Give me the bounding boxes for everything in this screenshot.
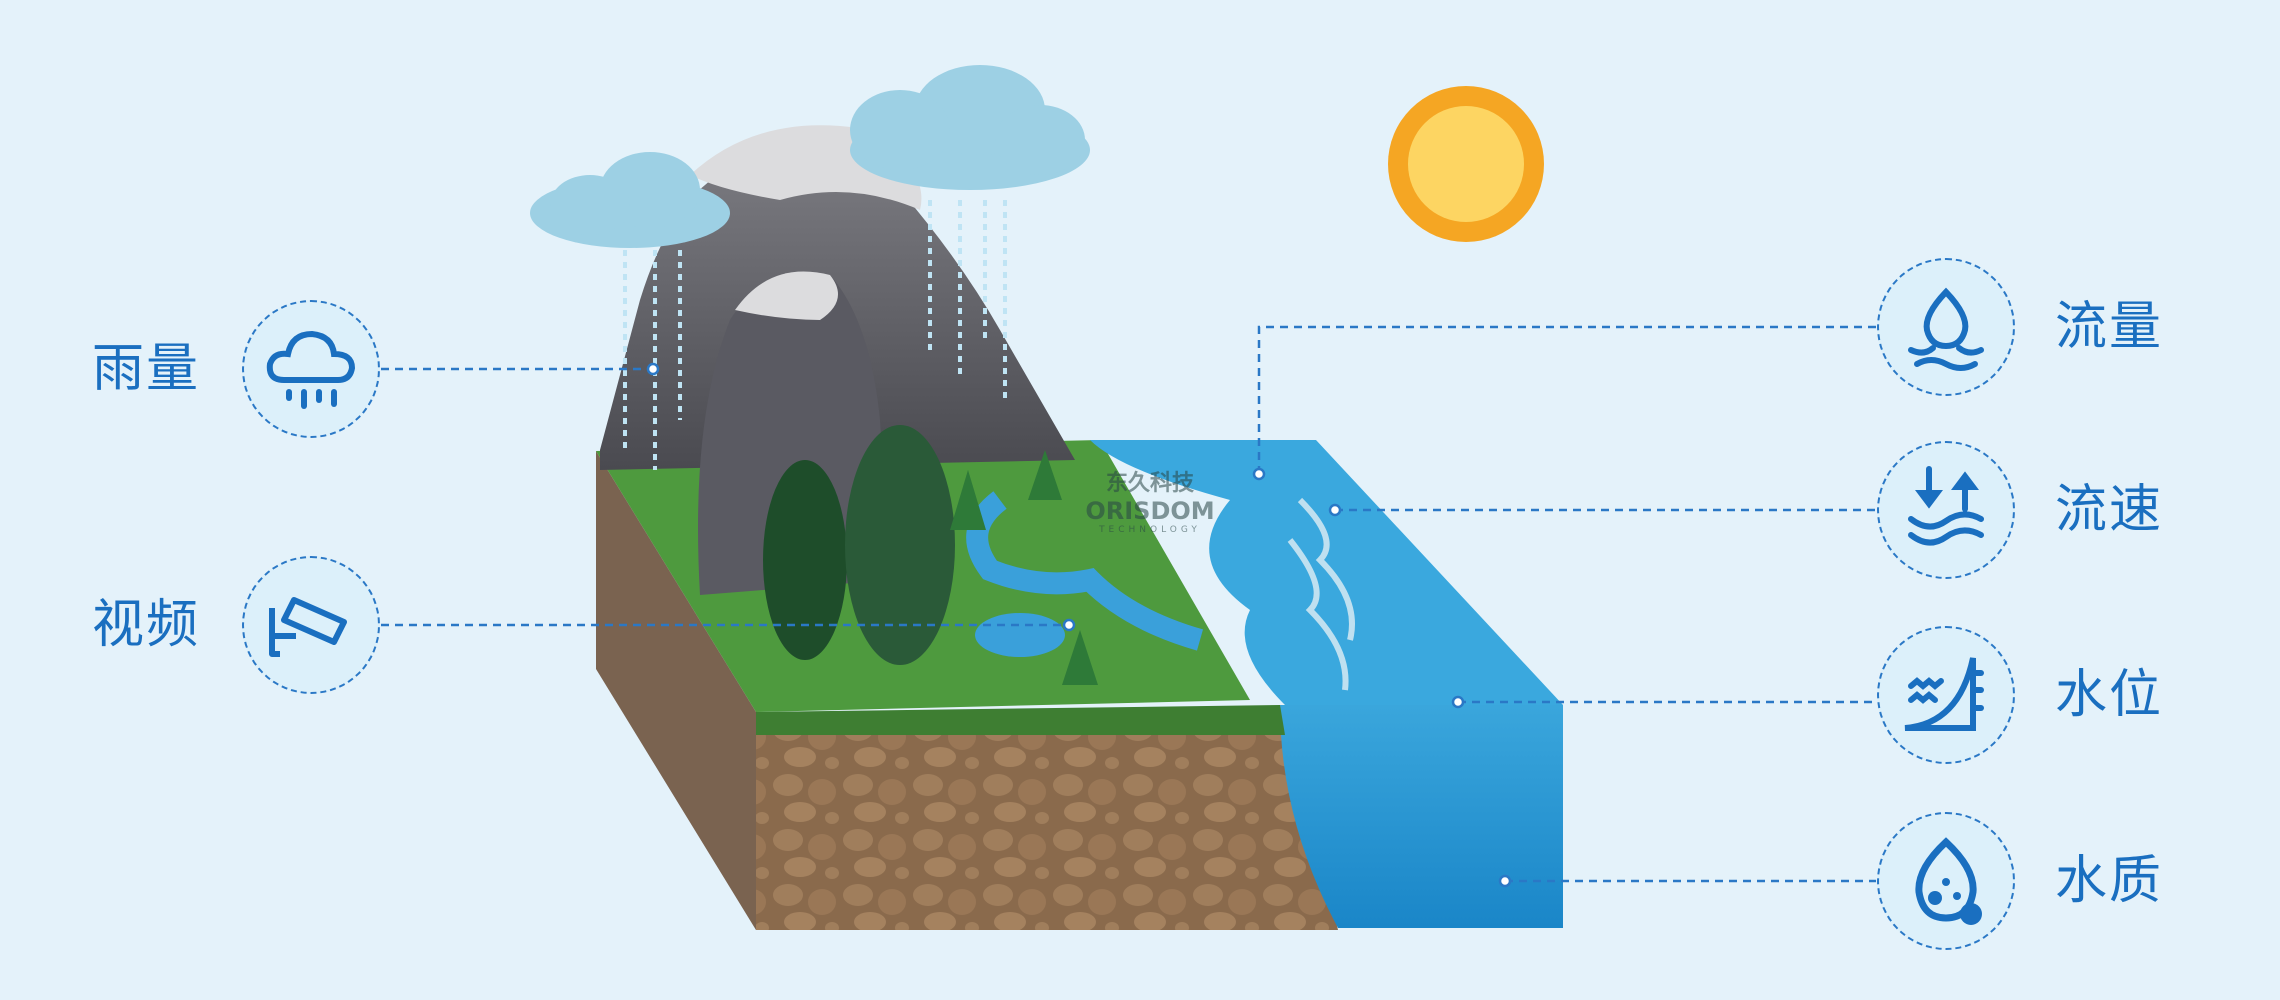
water-drop-waves-icon	[1908, 287, 1984, 371]
connector-lines	[381, 325, 1876, 883]
mountain-snow	[735, 271, 838, 320]
pond	[975, 613, 1065, 657]
ground-side-face	[596, 451, 756, 930]
cloud	[530, 152, 730, 248]
video-sensor[interactable]	[242, 556, 380, 694]
velocity-label: 流速	[2055, 480, 2164, 540]
tree	[763, 460, 847, 660]
sun-icon	[1388, 86, 1544, 242]
flow-sensor[interactable]	[1877, 258, 2015, 396]
rain-cloud-icon	[266, 330, 356, 409]
watermark-sub: TECHNOLOGY	[1099, 525, 1201, 535]
water-quality-sensor[interactable]	[1877, 812, 2015, 950]
video-label: 视频	[92, 595, 201, 655]
water-body	[1280, 705, 1563, 928]
tree	[845, 425, 955, 665]
water-surface	[1090, 440, 1563, 705]
rain	[623, 200, 1007, 470]
arrows-waves-icon	[1908, 466, 1984, 546]
flow-label: 流量	[2055, 297, 2164, 357]
tree	[1028, 450, 1062, 500]
tree	[950, 470, 986, 530]
soil-layer	[756, 735, 1338, 930]
velocity-sensor[interactable]	[1877, 441, 2015, 579]
river	[966, 491, 1204, 651]
watermark-en: ORISDOM	[1085, 497, 1215, 525]
current-line	[1297, 497, 1355, 641]
water-quality-drop-icon	[1915, 837, 1982, 925]
current-line	[1287, 538, 1349, 691]
grass-edge	[756, 705, 1285, 735]
rainfall-sensor[interactable]	[242, 300, 380, 438]
watermark-cn: 东久科技	[1105, 471, 1194, 496]
water-level-sensor[interactable]	[1877, 626, 2015, 764]
rainfall-label: 雨量	[92, 339, 201, 399]
tree	[1062, 630, 1098, 685]
watermark: 东久科技 ORISDOM TECHNOLOGY	[1070, 465, 1230, 535]
water-level-gauge-icon	[1904, 657, 1984, 731]
camera-icon	[269, 597, 347, 657]
sensor-points	[646, 362, 1512, 888]
cloud	[850, 65, 1090, 190]
water-level-label: 水位	[2055, 665, 2164, 725]
water-quality-label: 水质	[2055, 851, 2164, 911]
